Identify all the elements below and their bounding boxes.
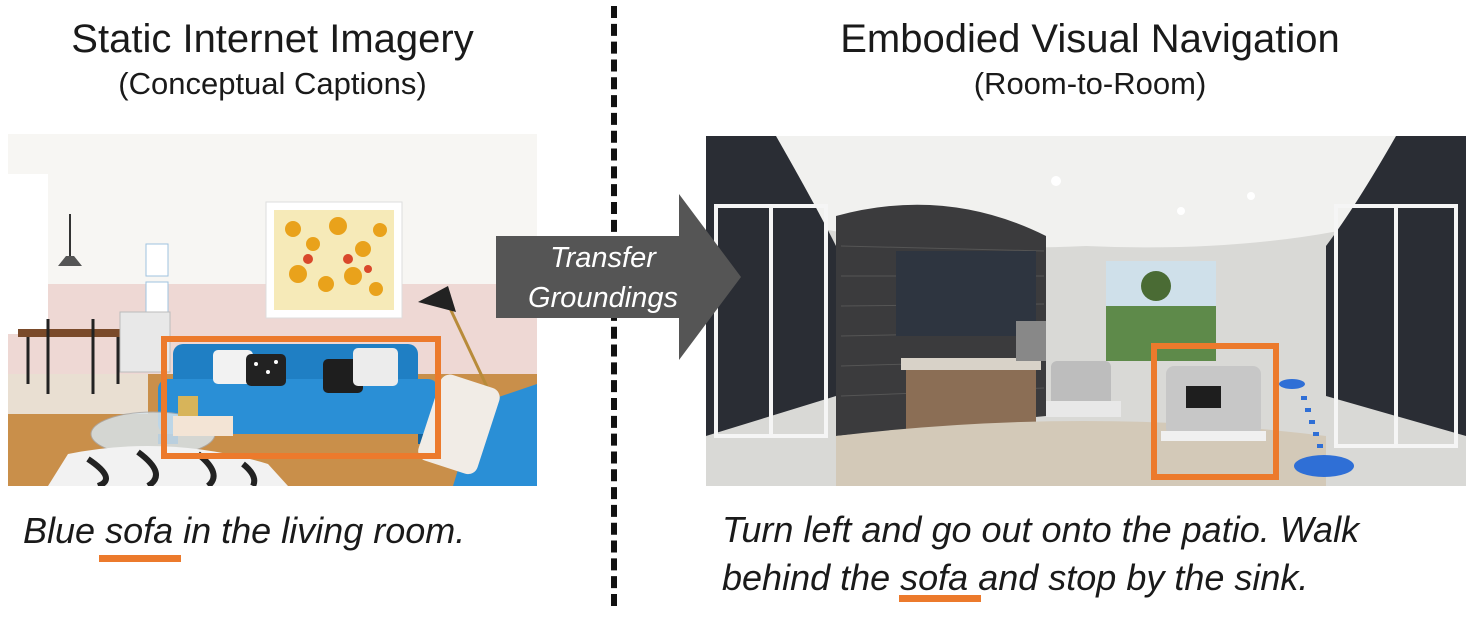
right-panel-title: Embodied Visual Navigation (840, 17, 1340, 61)
living-room-illustration (8, 134, 537, 486)
right-caption-highlight: sofa (900, 557, 969, 598)
right-caption-line1: Turn left and go out onto the patio. Wal… (722, 509, 1360, 550)
right-grounding-box (1151, 343, 1279, 480)
left-caption-before: Blue (23, 510, 106, 551)
patio-panorama-illustration (706, 136, 1466, 486)
arrow-label-line2: Groundings (528, 282, 678, 314)
left-panel-title: Static Internet Imagery (71, 17, 474, 61)
right-caption-before: behind the (722, 557, 901, 598)
right-caption-line2: behind the sofa and stop by the sink. (722, 555, 1308, 601)
living-room-photo (8, 134, 537, 486)
transfer-arrow-icon (496, 194, 741, 360)
arrow-label-line1: Transfer (550, 242, 656, 274)
left-panel-subtitle: (Conceptual Captions) (118, 66, 427, 101)
left-caption-after: in the living room. (173, 510, 466, 551)
right-highlight-underline (899, 595, 981, 602)
left-highlight-underline (99, 555, 181, 562)
right-caption-after: and stop by the sink. (968, 557, 1309, 598)
left-caption: Blue sofa in the living room. (23, 508, 465, 554)
left-caption-highlight: sofa (105, 510, 174, 551)
left-grounding-box (161, 336, 441, 459)
patio-panorama-photo (706, 136, 1466, 486)
right-panel-subtitle: (Room-to-Room) (973, 66, 1207, 101)
